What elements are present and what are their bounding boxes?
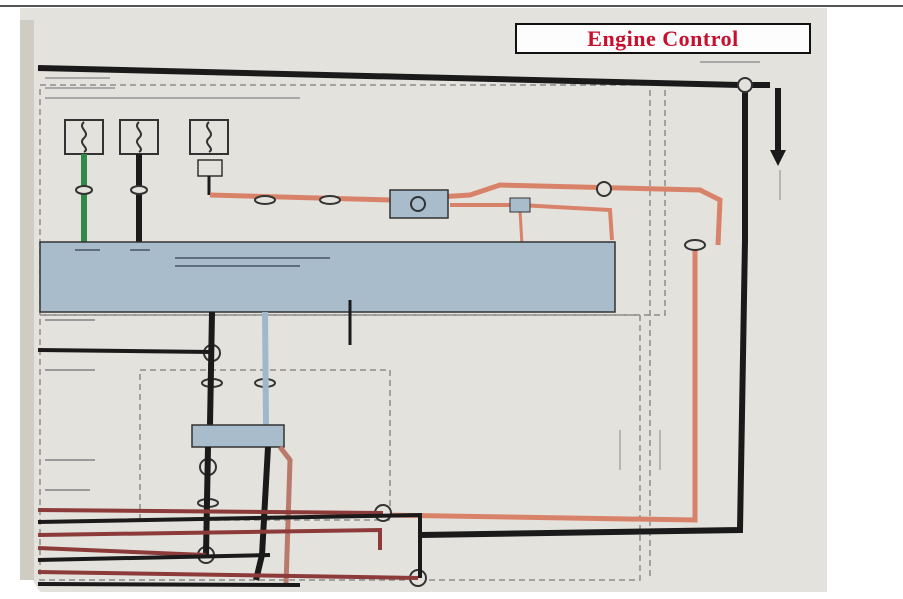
wire-black bbox=[207, 311, 215, 426]
fuse-icon bbox=[189, 119, 229, 155]
relay-module bbox=[191, 424, 285, 448]
fuse-icon bbox=[81, 121, 87, 153]
fuse-icon bbox=[206, 121, 212, 153]
title-box: Engine Control bbox=[515, 23, 811, 54]
fuse-icon bbox=[136, 121, 142, 153]
sensor-small-box bbox=[509, 197, 531, 213]
right-side-marks bbox=[619, 170, 781, 470]
ecm-module bbox=[39, 241, 616, 313]
fuse-group bbox=[64, 119, 229, 177]
connector-icon bbox=[410, 196, 426, 212]
arrow-head bbox=[770, 150, 786, 166]
wire-blue bbox=[262, 311, 269, 426]
wire-salmon-long bbox=[379, 245, 698, 523]
page-top-border bbox=[0, 5, 903, 7]
left-side-labels bbox=[45, 319, 95, 491]
header-text-lines bbox=[45, 61, 760, 99]
wire-black bbox=[203, 446, 211, 556]
wire-black-right-vertical bbox=[419, 88, 748, 538]
page-left-shadow bbox=[20, 20, 34, 580]
wire-black-left bbox=[37, 348, 213, 354]
ecm-module-text bbox=[75, 249, 330, 267]
wire-salmon bbox=[278, 445, 293, 586]
sensor-unit bbox=[389, 189, 449, 219]
page-title: Engine Control bbox=[587, 25, 739, 51]
wire-salmon bbox=[518, 209, 524, 246]
bottom-wire-bundle bbox=[37, 508, 422, 587]
wire-salmon bbox=[450, 203, 614, 241]
